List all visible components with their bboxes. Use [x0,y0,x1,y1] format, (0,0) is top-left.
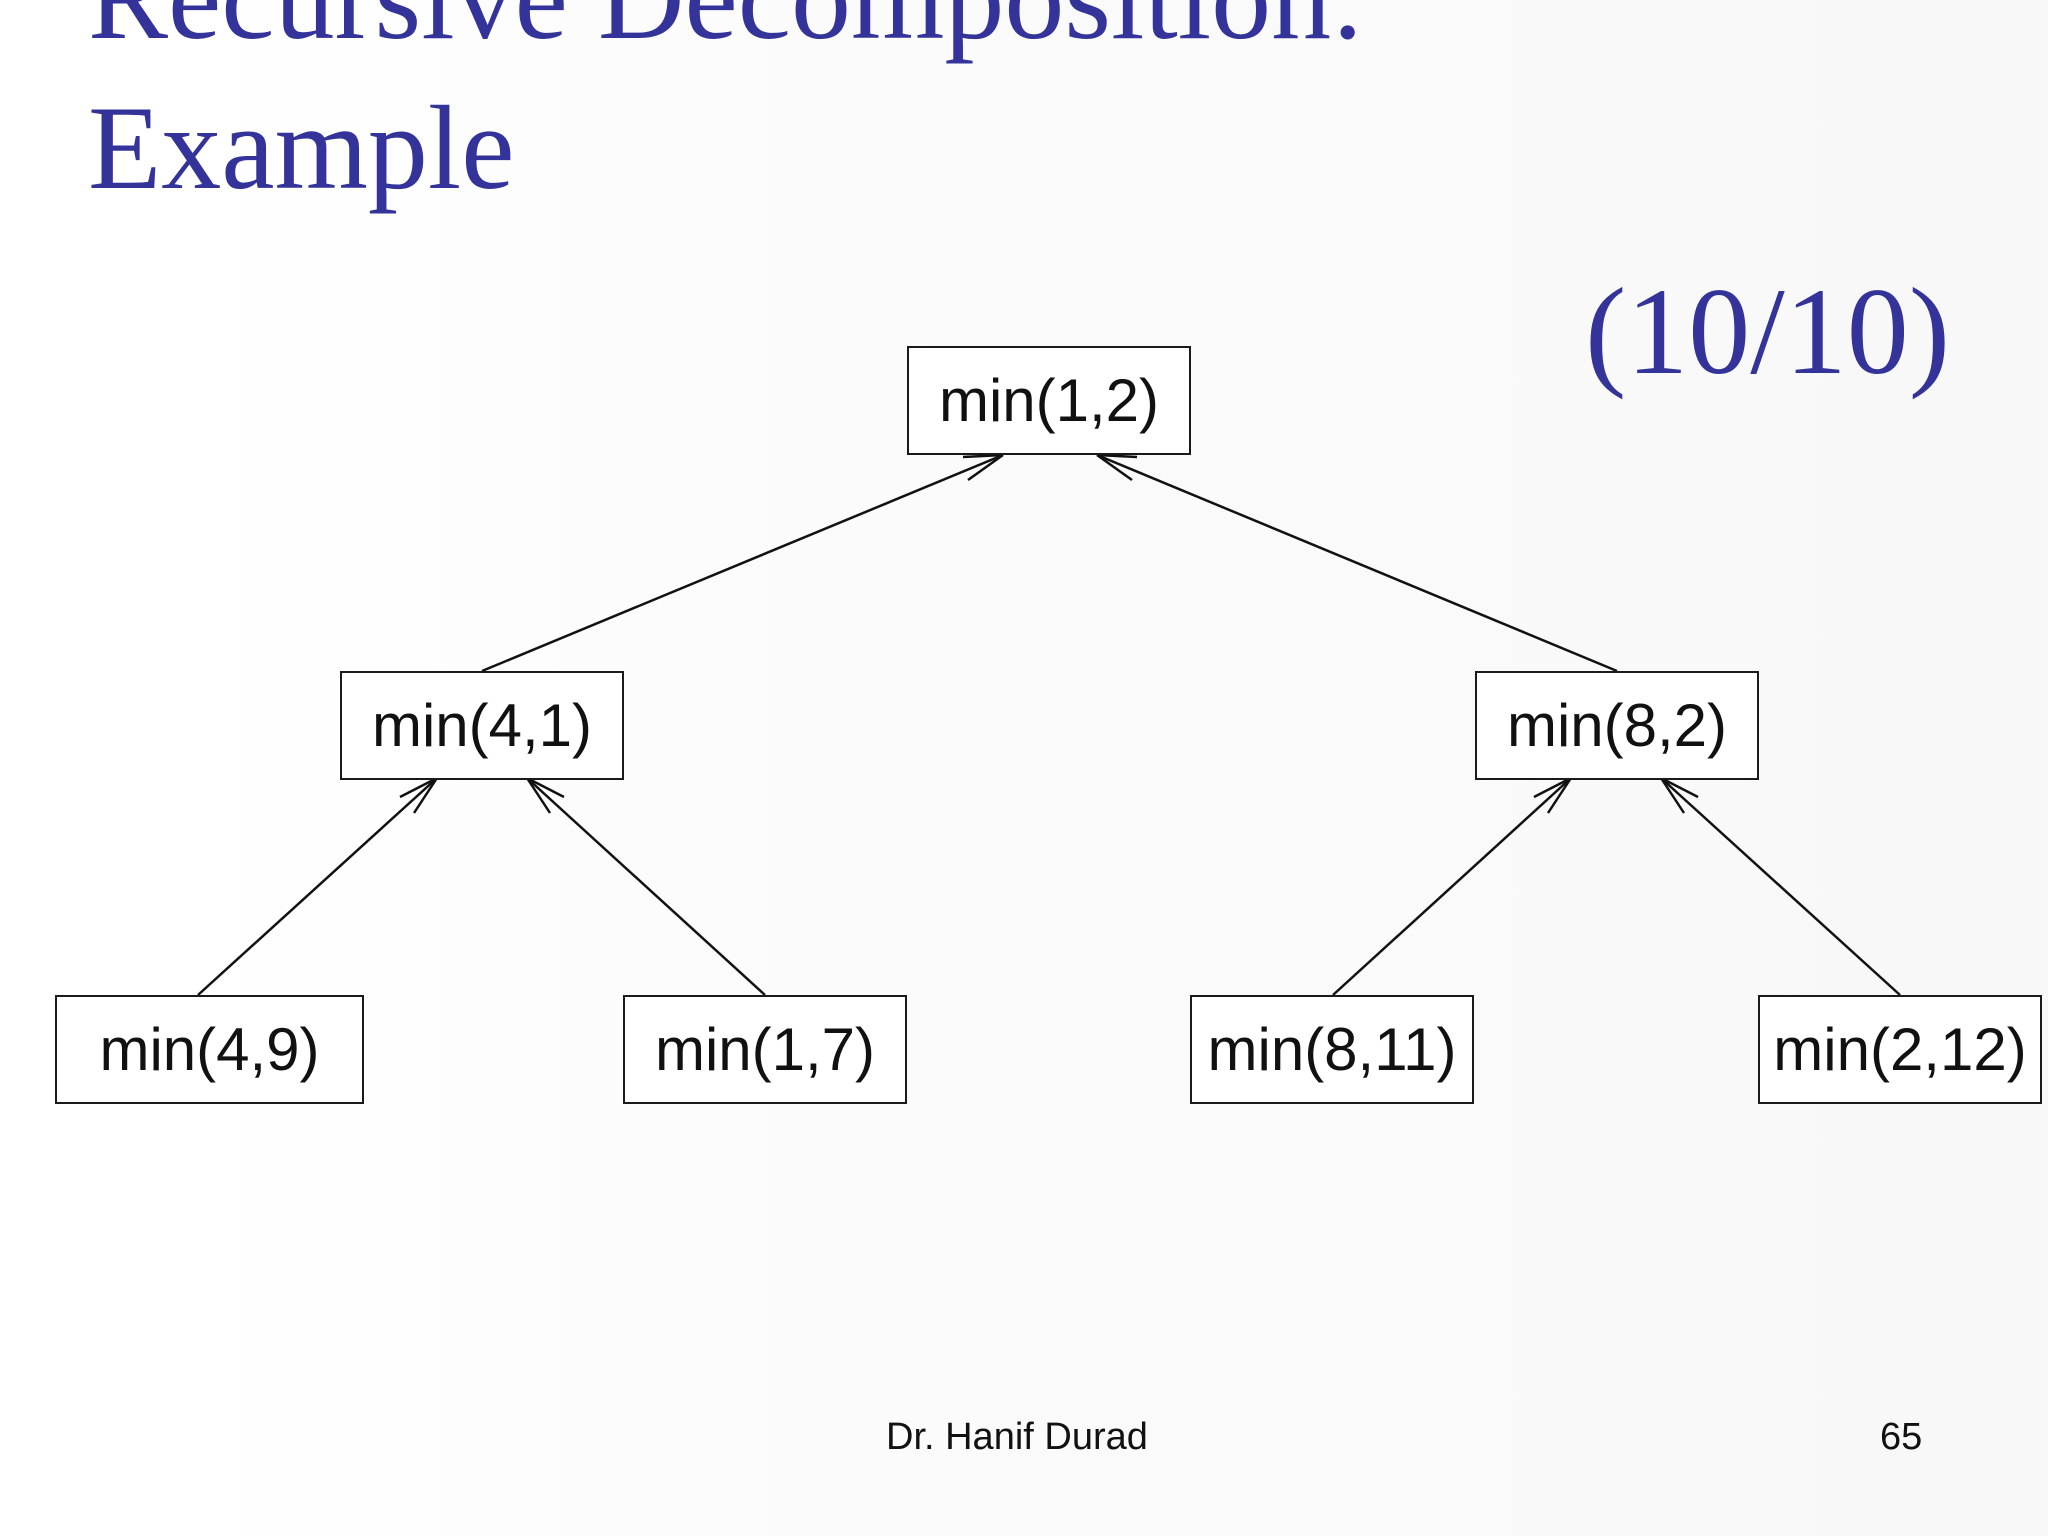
part-counter: (10/10) [1585,263,1951,400]
edge-rr-to-right [1659,776,1901,996]
slide-title-line-1: Recursive Decomposition: [88,0,1364,58]
node-root: min(1,2) [907,346,1191,455]
node-right: min(8,2) [1475,671,1759,780]
edge-left-to-root [481,453,1004,673]
node-left-left: min(4,9) [55,995,364,1104]
edge-lr-to-left [525,776,766,996]
slide-title-line-2: Example [88,81,515,214]
node-left: min(4,1) [340,671,624,780]
node-left-right: min(1,7) [623,995,907,1104]
edge-ll-to-left [197,776,439,996]
edge-rl-to-right [1332,776,1573,996]
footer-author: Dr. Hanif Durad [886,1416,1148,1458]
page-number: 65 [1880,1416,1923,1458]
node-right-left: min(8,11) [1190,995,1474,1104]
edge-right-to-root [1096,453,1618,673]
node-right-right: min(2,12) [1758,995,2042,1104]
